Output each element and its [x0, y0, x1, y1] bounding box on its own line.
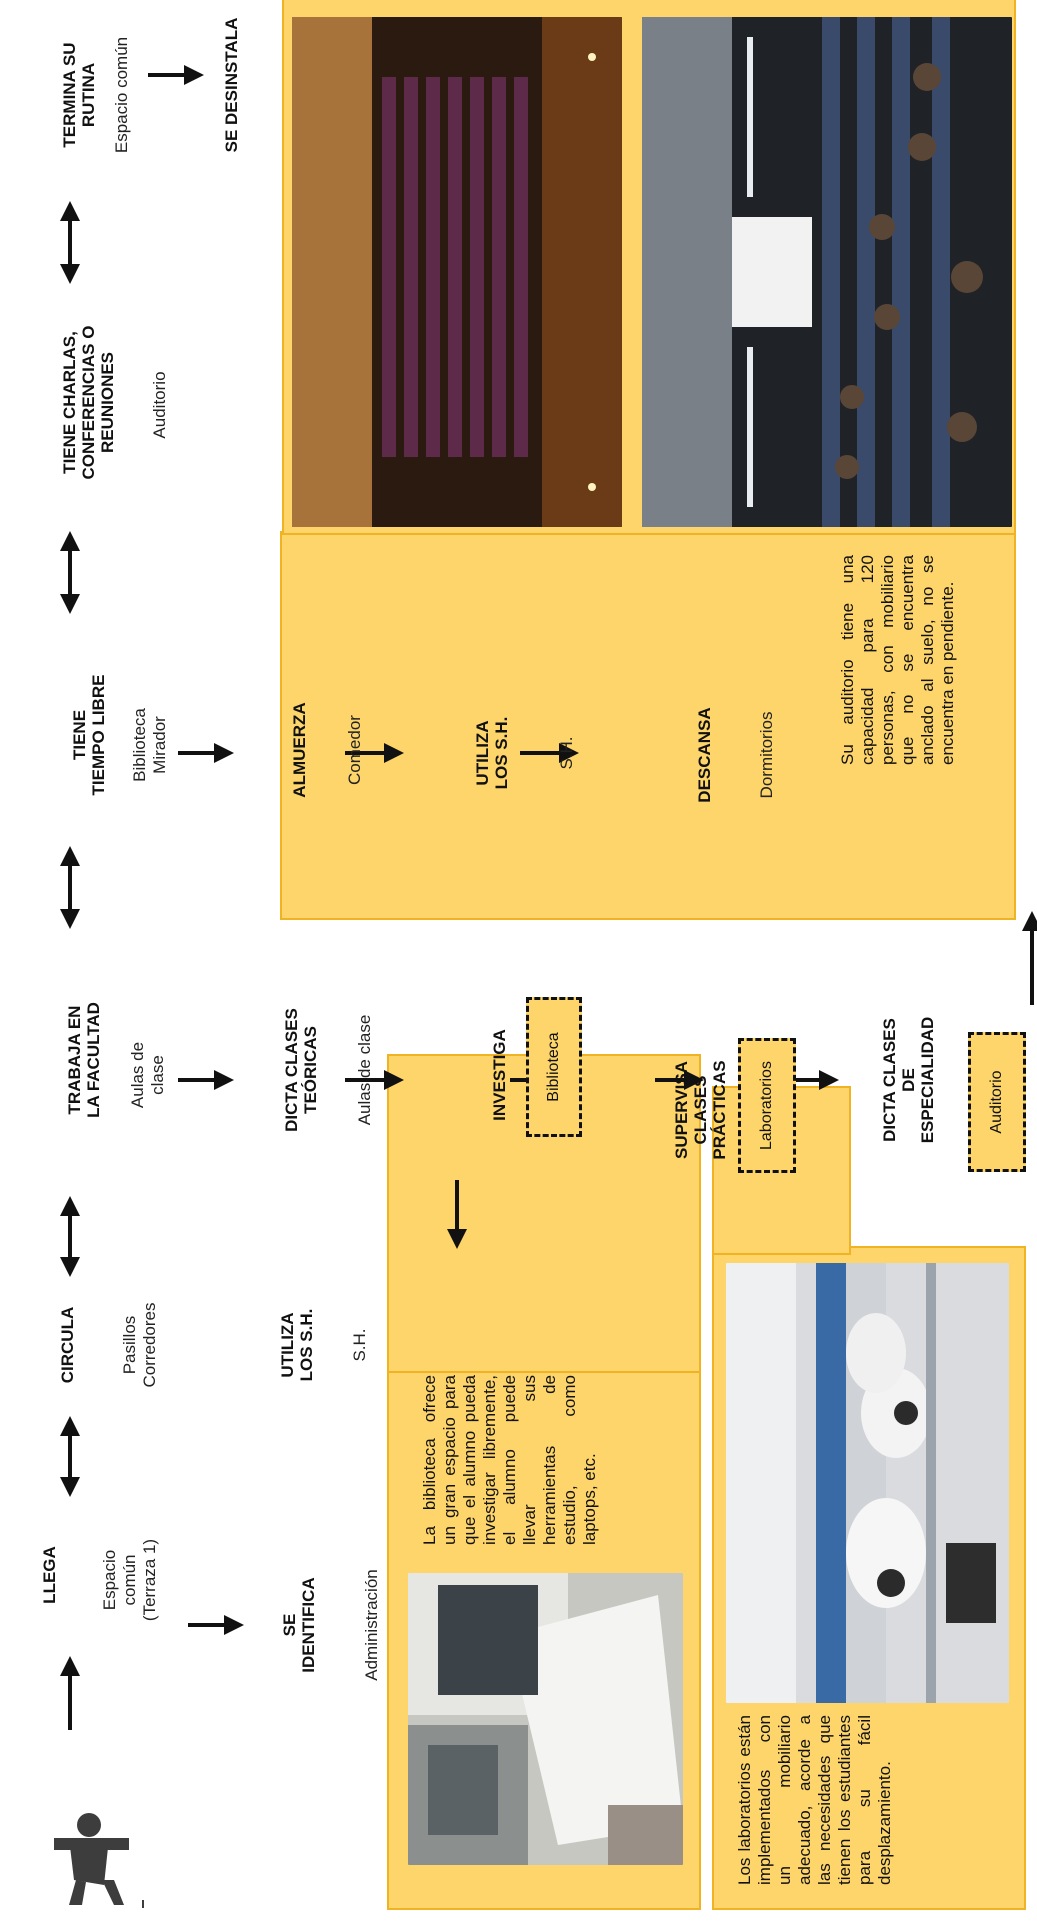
step-llega-title: LLEGA: [40, 1546, 59, 1604]
step-termina-title: TERMINA SU RUTINA: [60, 10, 98, 180]
step-tiempo-libre-title: TIENE TIEMPO LIBRE: [70, 635, 108, 835]
biblioteca-note: La biblioteca ofrece un gran espacio par…: [420, 1375, 599, 1545]
step-utiliza-2-title-line: UTILIZA: [473, 720, 492, 786]
step-dicta-teoricas-title: DICTA CLASES TEÓRICAS: [282, 980, 320, 1160]
step-dicta-especialidad-title-line: ESPECIALIDAD: [918, 1016, 937, 1144]
step-tiempo-libre-title-line: TIENE: [70, 709, 89, 761]
step-dicta-especialidad-title-line: DICTA CLASES: [880, 1018, 899, 1142]
step-supervisa-title-line: CLASES: [691, 1075, 710, 1145]
step-charlas-title-line: TIENE CHARLAS,: [60, 331, 79, 474]
step-descansa-place: Dormitorios: [757, 711, 776, 799]
step-descansa-title: DESCANSA: [695, 707, 714, 803]
laboratory-photo-image: [726, 1263, 1009, 1703]
step-utiliza-1-title-line: UTILIZA: [278, 1312, 297, 1378]
step-dicta-especialidad-title: DICTA CLASES DE ESPECIALIDAD: [880, 1005, 937, 1155]
step-identifica-title: SE IDENTIFICA: [280, 1565, 318, 1685]
step-utiliza-1-title: UTILIZA LOS S.H.: [278, 1285, 316, 1405]
step-llega-place-line: Espacio: [100, 1549, 119, 1611]
step-utiliza-2-title: UTILIZA LOS S.H.: [473, 693, 511, 813]
step-utiliza-2-title-line: LOS S.H.: [492, 716, 511, 790]
step-llega-place-line: común: [120, 1554, 139, 1606]
step-dicta-teoricas-place: Aulas de clase: [355, 1014, 374, 1126]
step-tiempo-libre-place: Biblioteca Mirador: [130, 685, 170, 805]
auditorium-full-image: [642, 17, 1012, 527]
step-charlas-title: TIENE CHARLAS, CONFERENCIAS O REUNIONES: [60, 290, 117, 515]
step-termina-title-line: RUTINA: [79, 62, 98, 128]
step-trabaja-title: TRABAJA EN LA FACULTAD: [65, 960, 103, 1160]
step-almuerza-place: Comedor: [345, 715, 364, 785]
step-circula-title: CIRCULA: [58, 1306, 77, 1384]
step-termina-place: Espacio común: [112, 36, 131, 154]
auditorium-photo-empty: [292, 17, 622, 527]
office-photo: [408, 1573, 683, 1865]
person-silhouette-icon: [54, 1813, 144, 1908]
step-tiempo-libre-place-line: Mirador: [150, 716, 169, 774]
step-desinstala-title: SE DESINSTALA: [222, 17, 241, 153]
step-investiga-title: INVESTIGA: [490, 1029, 509, 1121]
laboratory-photo: [726, 1263, 1009, 1703]
step-supervisa-title-line: SUPERVISA: [672, 1061, 691, 1159]
step-almuerza-title: ALMUERZA: [290, 702, 309, 798]
step-termina-title-line: TERMINA SU: [60, 42, 79, 148]
step-circula-place-line: Corredores: [140, 1302, 159, 1388]
step-tiempo-libre-place-line: Biblioteca: [130, 708, 149, 782]
office-photo-image: [408, 1573, 683, 1865]
step-circula-place: Pasillos Corredores: [120, 1280, 160, 1410]
step-dicta-teoricas-title-line: DICTA CLASES: [282, 1008, 301, 1132]
step-dicta-teoricas-title-line: TEÓRICAS: [301, 1026, 320, 1114]
auditorium-photo-full: [642, 17, 1012, 527]
step-utiliza-1-title-line: LOS S.H.: [297, 1308, 316, 1382]
step-identifica-title-line: SE: [280, 1613, 299, 1637]
auditorio-box: Auditorio: [968, 1032, 1026, 1172]
step-llega-place: Espacio común (Terraza 1): [100, 1500, 160, 1660]
step-trabaja-place: Aulas de clase: [128, 1015, 168, 1135]
step-supervisa-title-line: PRÁCTICAS: [710, 1060, 729, 1160]
auditorio-note: Su auditorio tiene una capacidad para 12…: [838, 555, 957, 765]
step-utiliza-1-place: S.H.: [350, 1328, 369, 1362]
step-trabaja-place-line: Aulas de: [128, 1041, 147, 1109]
step-circula-place-line: Pasillos: [120, 1315, 139, 1375]
step-identifica-title-line: IDENTIFICA: [299, 1577, 318, 1673]
step-utiliza-2-place: S.H.: [557, 736, 576, 770]
step-dicta-especialidad-title-line: DE: [899, 1068, 918, 1092]
step-llega: LLEGA: [40, 1500, 59, 1650]
step-llega-place-line: (Terraza 1): [140, 1538, 159, 1622]
step-identifica-place: Administración: [362, 1569, 381, 1681]
step-charlas-place: Auditorio: [150, 371, 169, 439]
step-charlas-title-line: REUNIONES: [98, 351, 117, 454]
biblioteca-box: Biblioteca: [526, 997, 582, 1137]
step-charlas-title-line: CONFERENCIAS O: [79, 325, 98, 480]
auditorium-empty-image: [292, 17, 622, 527]
laboratorios-note: Los laboratorios están implementados con…: [735, 1715, 894, 1885]
step-trabaja-title-line: LA FACULTAD: [84, 1002, 103, 1118]
step-trabaja-title-line: TRABAJA EN: [65, 1005, 84, 1115]
step-supervisa-title: SUPERVISA CLASES PRÁCTICAS: [672, 1045, 729, 1175]
step-tiempo-libre-title-line: TIEMPO LIBRE: [89, 674, 108, 796]
laboratorios-box: Laboratorios: [738, 1038, 796, 1173]
step-trabaja-place-line: clase: [148, 1055, 167, 1095]
